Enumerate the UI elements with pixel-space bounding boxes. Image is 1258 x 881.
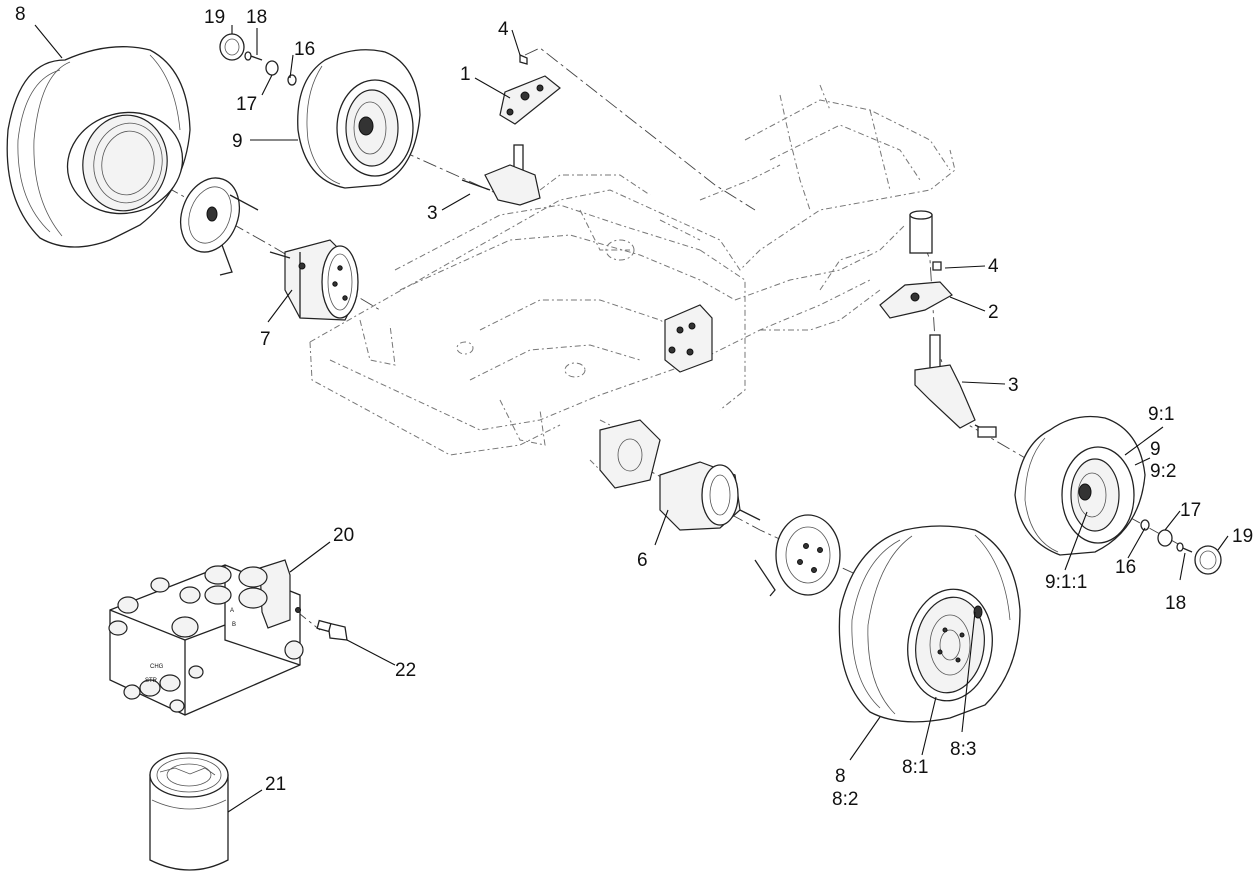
callout-17-top: 17 — [236, 94, 257, 115]
callout-21: 21 — [265, 774, 286, 795]
wheel-motor-7 — [269, 239, 359, 321]
callout-8-left: 8 — [15, 4, 26, 25]
callout-16-top: 16 — [294, 39, 315, 60]
frame-mounted-valve — [664, 304, 713, 373]
callout-17-right: 17 — [1180, 500, 1201, 521]
callout-18-right: 18 — [1165, 593, 1186, 614]
rear-tire-left — [6, 46, 191, 248]
callout-16-right: 16 — [1115, 557, 1136, 578]
callout-9-left: 9 — [232, 131, 243, 152]
caster-fork-top — [461, 54, 561, 206]
hydraulic-control-valve-20: STR CHG A B — [108, 559, 304, 716]
chassis-frame — [309, 84, 956, 481]
callout-8-2: 8:2 — [832, 789, 858, 810]
callout-4-top: 4 — [498, 19, 509, 40]
callout-9-2: 9:2 — [1150, 461, 1176, 482]
leader-lines — [34, 24, 1229, 813]
callout-8-3: 8:3 — [950, 739, 976, 760]
bolt-22 — [316, 619, 348, 641]
callout-20: 20 — [333, 525, 354, 546]
callout-7: 7 — [260, 329, 271, 350]
callout-19-right: 19 — [1232, 526, 1253, 547]
callout-3-top: 3 — [427, 203, 438, 224]
port-label-str: STR — [145, 678, 158, 684]
port-label-a: A — [230, 608, 234, 614]
callout-6: 6 — [637, 550, 648, 571]
callout-labels: 8 19 18 16 17 9 4 1 3 7 4 2 3 9:1 9 9:2 … — [15, 4, 1253, 810]
callout-8-1: 8:1 — [902, 757, 928, 778]
callout-8-bottom: 8 — [835, 766, 846, 787]
callout-18-top: 18 — [246, 7, 267, 28]
front-caster-wheel-left — [297, 49, 421, 189]
brake-assembly-right — [754, 514, 841, 597]
port-label-chg: CHG — [150, 664, 164, 670]
callout-9-1: 9:1 — [1148, 404, 1174, 425]
callout-9-right: 9 — [1150, 439, 1161, 460]
rear-tire-right — [838, 525, 1021, 723]
wheel-motor-6 — [599, 419, 761, 531]
callout-1: 1 — [460, 64, 471, 85]
brake-assembly-left — [180, 177, 259, 276]
callout-2: 2 — [988, 302, 999, 323]
callout-4-right: 4 — [988, 256, 999, 277]
callout-9-1-1: 9:1:1 — [1045, 572, 1087, 593]
front-caster-wheel-right — [1014, 415, 1146, 556]
wheel-fasteners-right — [1140, 519, 1222, 575]
port-label-b: B — [232, 622, 236, 628]
callout-22: 22 — [395, 660, 416, 681]
wheel-fasteners-top — [219, 33, 297, 86]
caster-fork-right — [879, 210, 997, 438]
hydraulic-filter-21 — [149, 752, 229, 871]
callout-19-top: 19 — [204, 7, 225, 28]
callout-3-right: 3 — [1008, 375, 1019, 396]
